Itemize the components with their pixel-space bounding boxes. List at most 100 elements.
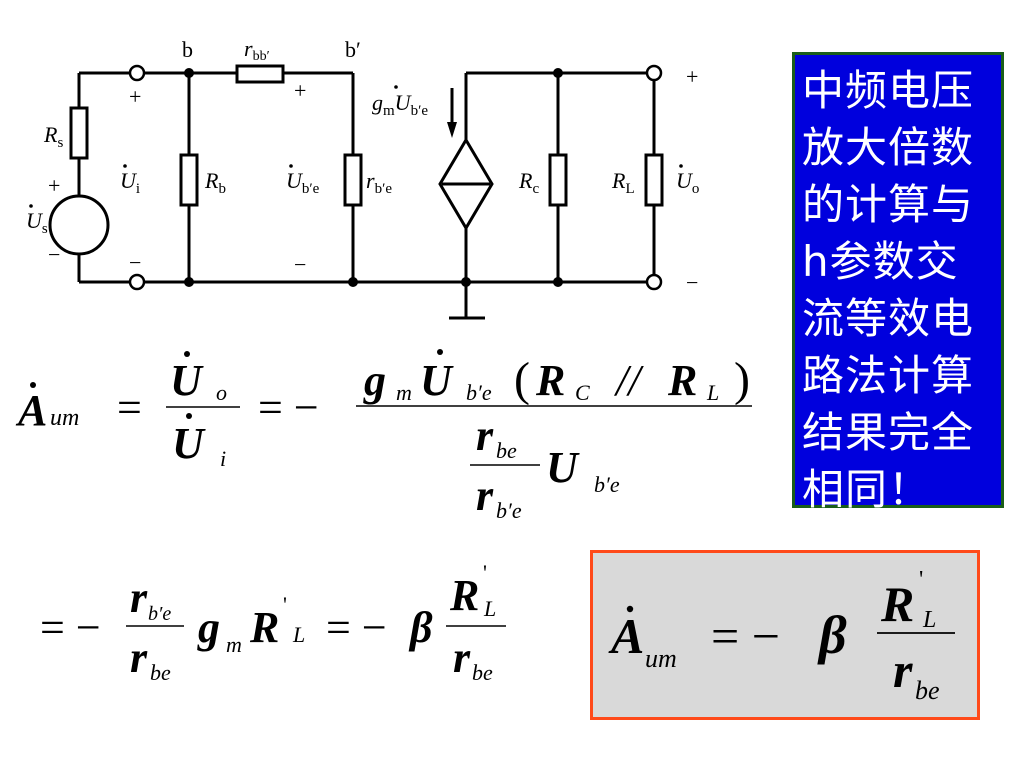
note-line: 结果完全 (802, 408, 975, 457)
resistor-rs (69, 106, 89, 160)
eq1-g-sub: m (396, 380, 412, 405)
eq1-Ui: U (172, 419, 206, 468)
result-R: R (880, 576, 914, 632)
eq1-rbpe-sub: b′e (496, 498, 522, 523)
phasor-dot (123, 164, 127, 168)
voltage-source (48, 194, 110, 256)
resistor-rbb (235, 64, 285, 84)
eq1-Ui-sub: i (220, 446, 226, 471)
eq1-rbe: r (476, 411, 494, 460)
rbb-label: rbb′ (244, 36, 270, 64)
junction-dot (553, 68, 563, 78)
ube-minus: − (294, 252, 306, 277)
junction-dot (184, 68, 194, 78)
eq2-R: R (249, 603, 279, 652)
dependent-current-source (438, 137, 494, 231)
phasor-dot (29, 204, 33, 208)
phasor-dot (394, 85, 398, 89)
note-box (792, 52, 1004, 508)
phasor-dot (186, 413, 192, 419)
eq2-r-bot: r (130, 633, 148, 682)
output-terminal-top (645, 64, 663, 82)
ube-label: Ub′e (286, 168, 320, 197)
output-terminal-bottom (645, 273, 663, 291)
junction-dot (184, 277, 194, 287)
resistor-rb (179, 153, 199, 207)
us-label: Us (26, 208, 48, 237)
eq2-Rf-prime: ' (483, 560, 487, 585)
ui-label: Ui (120, 168, 140, 197)
resistor-rc (548, 153, 568, 207)
eq1-U2-sub: b′e (594, 472, 620, 497)
eq1-Rc: R (535, 356, 565, 405)
resistor-rbe (343, 153, 363, 207)
eq1-Uo: U (170, 356, 204, 405)
rc-label: Rc (518, 168, 539, 197)
note-line: 流等效电 (802, 294, 975, 343)
result-beta: β (817, 605, 847, 665)
eq1-Uo-sub: o (216, 380, 227, 405)
ui-plus: + (129, 84, 141, 109)
gm-label: gmUb′e (372, 90, 428, 119)
equation-1: A um = U o U i = − g m U b′e ( R C // R … (15, 349, 752, 523)
eq2-r-bot-sub: be (150, 660, 171, 685)
result-R-prime: ' (919, 567, 923, 593)
eq1-U: U (420, 356, 454, 405)
eq2-rf-sub: be (472, 660, 493, 685)
eq1-rparen: ) (734, 353, 750, 406)
rb-label: Rb (204, 168, 226, 197)
ube-plus: + (294, 78, 306, 103)
result-equals-minus: = − (711, 608, 780, 664)
eq1-equals: = (117, 383, 142, 432)
resistor-rl (644, 153, 664, 207)
result-r: r (893, 642, 913, 698)
equation-2: = − r b′e r be g m R ' L = − β R ' L r b… (40, 560, 506, 685)
result-A: A (608, 608, 644, 664)
note-line: 路法计算 (802, 351, 975, 400)
eq2-r-top: r (130, 573, 148, 622)
note-line: 相同！ (802, 465, 932, 514)
eq1-U-sub: b′e (466, 380, 492, 405)
eq1-Rc-sub: C (575, 380, 590, 405)
phasor-dot (289, 164, 293, 168)
input-terminal-bottom (128, 273, 146, 291)
uo-plus: + (686, 64, 698, 89)
result-A-sub: um (645, 644, 677, 673)
rbe-label: rb′e (366, 168, 392, 197)
node-b-prime-label: b′ (345, 37, 361, 62)
note-line: 的计算与 (802, 180, 975, 229)
eq1-A: A (15, 386, 47, 435)
eq2-R-prime: ' (283, 592, 287, 617)
eq2-equals-minus: = − (40, 603, 101, 652)
eq2-equals-minus-2: = − (326, 603, 387, 652)
us-minus: − (48, 242, 60, 267)
us-plus: + (48, 173, 60, 198)
eq2-beta: β (408, 603, 433, 652)
input-terminal-top (128, 64, 146, 82)
ui-minus: − (129, 250, 141, 275)
note-line: 放大倍数 (802, 123, 975, 172)
uo-label: Uo (676, 168, 699, 197)
eq1-Rl-sub: L (706, 380, 719, 405)
phasor-dot (437, 349, 443, 355)
rs-label: Rs (43, 122, 63, 151)
result-box: A um = − β R ' L r be (590, 550, 980, 720)
eq2-rf: r (453, 633, 471, 682)
arrow-head (447, 122, 457, 138)
phasor-dot (184, 351, 190, 357)
junction-dot (553, 277, 563, 287)
eq2-Rf-sub: L (483, 596, 496, 621)
eq1-g: g (363, 356, 386, 405)
phasor-dot (30, 382, 36, 388)
eq1-equals-minus: = − (258, 383, 319, 432)
eq2-r-top-sub: b′e (148, 603, 171, 625)
phasor-dot (679, 164, 683, 168)
result-r-sub: be (915, 676, 940, 705)
eq2-g-sub: m (226, 632, 242, 657)
eq1-parallel: // (613, 356, 644, 405)
eq2-R-sub: L (292, 622, 305, 647)
uo-minus: − (686, 270, 698, 295)
eq2-Rf: R (449, 571, 479, 620)
phasor-dot (626, 605, 634, 613)
